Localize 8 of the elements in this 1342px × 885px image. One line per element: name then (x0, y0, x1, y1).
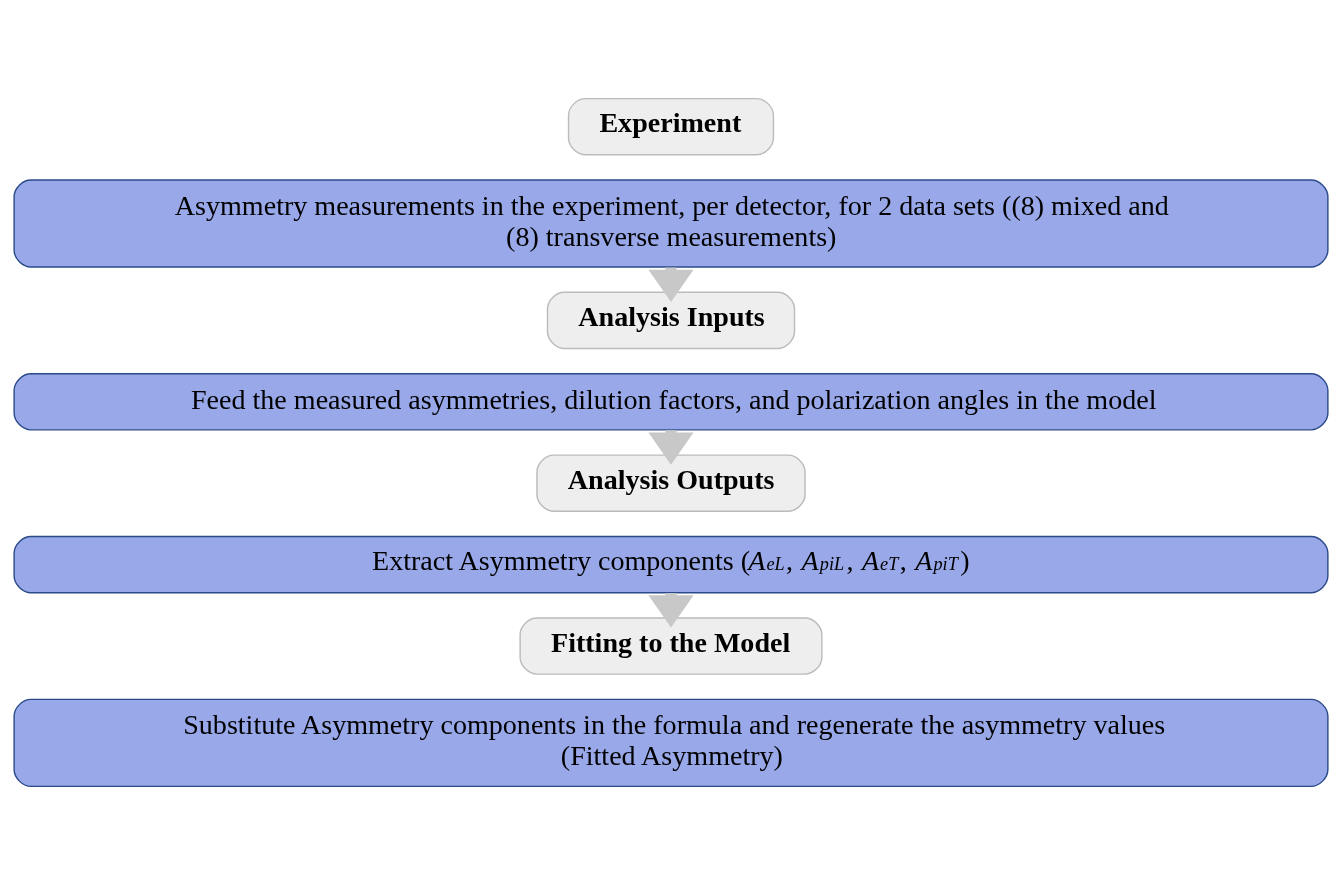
node-box: Experiment (567, 97, 775, 156)
node-box: Extract Asymmetry components (AeL, ApiL, AeT, ApiT) (13, 535, 1329, 594)
node-box: Substitute Asymmetry components in the formula and regenerate the asymmetry values (Fitted Asymmetry) (13, 698, 1329, 788)
node-box: Analysis Inputs (546, 291, 796, 350)
node-box: Analysis Outputs (536, 454, 806, 512)
node-box: Feed the measured asymmetries, dilution factors, and polarization angles in the model (13, 373, 1329, 431)
node-box: Asymmetry measurements in the experiment, per detector, for 2 data sets ((8) mixed and (8) transverse measurements) (13, 179, 1329, 268)
node-box: Fitting to the Model (519, 617, 823, 675)
